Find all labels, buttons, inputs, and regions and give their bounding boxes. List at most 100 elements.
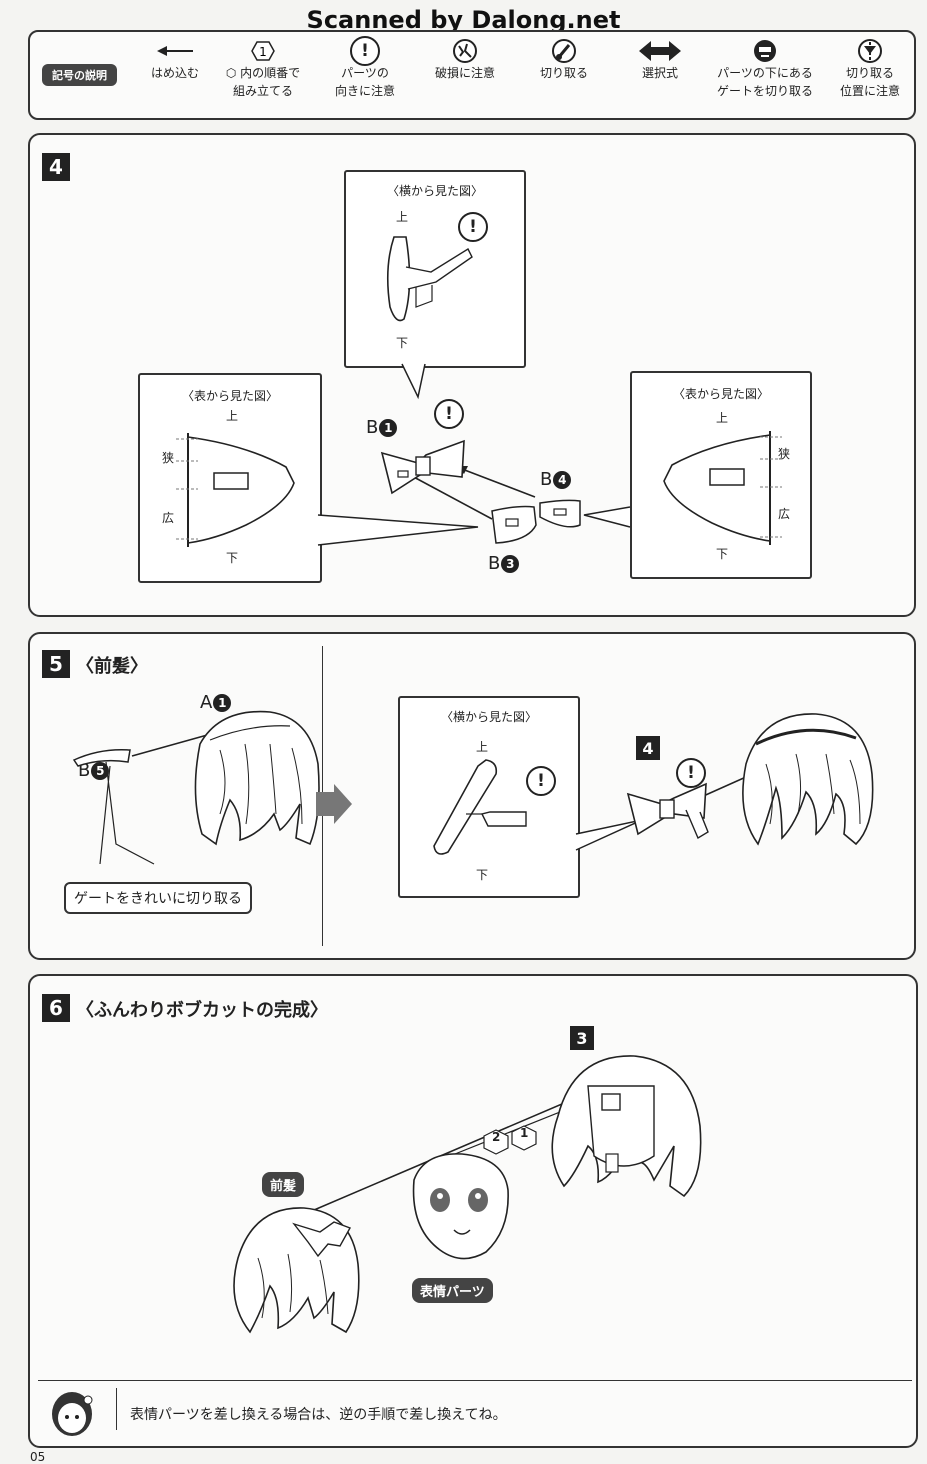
legend-item-snap-in: はめ込む xyxy=(135,38,215,82)
breakage-icon xyxy=(453,39,477,63)
part-letter: A xyxy=(200,692,213,713)
label-narrow: 狭 xyxy=(778,447,791,461)
legend-item-orientation: ! パーツの 向きに注意 xyxy=(325,36,405,100)
legend-label: 位置に注意 xyxy=(839,84,900,98)
view-title: 〈横から見た図〉 xyxy=(386,184,483,198)
hex-num-text: 1 xyxy=(259,45,267,59)
part-number-badge: 3 xyxy=(501,554,520,573)
order-number-1: 1 xyxy=(520,1126,529,1140)
step-number: 6 xyxy=(42,994,70,1022)
step-title: 〈ふんわりボブカットの完成〉 xyxy=(76,1000,328,1021)
step-number: 5 xyxy=(42,650,70,678)
mascot-avatar-icon xyxy=(52,1392,93,1436)
hexagon-number-icon: 1 xyxy=(251,41,275,61)
bow-drawing xyxy=(626,782,709,840)
view-title: 〈横から見た図〉 xyxy=(440,710,537,724)
reference-step-badge: 4 xyxy=(636,736,660,760)
legend-label: 向きに注意 xyxy=(334,84,395,98)
legend-label: パーツの xyxy=(341,66,389,80)
legend-label: ⬡ 内の順番で xyxy=(225,66,301,80)
side-view-box: 〈横から見た図〉 上 下 ! xyxy=(398,696,580,898)
step-6-panel: 6 〈ふんわりボブカットの完成〉 3 2 1 表情パーツ 前髪 xyxy=(28,974,918,1448)
legend-label: 切り取る xyxy=(845,66,894,80)
label-top: 上 xyxy=(476,740,489,754)
legend-item-cutting: 切り取る xyxy=(524,38,604,82)
callout-pointers xyxy=(317,363,631,546)
legend-item-selectable: 選択式 xyxy=(620,38,700,82)
back-hair-drawing xyxy=(551,1055,702,1198)
face-part-drawing xyxy=(412,1153,509,1260)
label-top: 上 xyxy=(396,210,409,224)
label-wide: 広 xyxy=(162,511,175,525)
label-top: 上 xyxy=(226,409,239,423)
exclamation-icon: ! xyxy=(458,212,488,242)
part-letter: B xyxy=(366,417,379,438)
legend-title: 記号の説明 xyxy=(42,64,117,86)
swap-instruction-note: 表情パーツを差し換える場合は、逆の手順で差し換えてね。 xyxy=(130,1407,507,1423)
bow-b1-drawing xyxy=(380,439,465,495)
cut-position-icon xyxy=(858,39,882,63)
label-bottom: 下 xyxy=(396,336,409,350)
step-number: 4 xyxy=(42,153,70,181)
part-number-badge: 1 xyxy=(379,418,398,437)
part-b4-drawing xyxy=(539,499,581,528)
bow-side-drawing xyxy=(433,759,527,855)
part-number-badge: 5 xyxy=(91,761,110,780)
order-number-2: 2 xyxy=(492,1130,501,1144)
part-number-badge: 1 xyxy=(213,693,232,712)
front-view-left-box: 〈表から見た図〉 上 下 狭 広 xyxy=(138,373,322,583)
label-bottom: 下 xyxy=(476,868,489,882)
legend-label: ゲートを切り取る xyxy=(716,84,813,98)
legend-item-order: 1 ⬡ 内の順番で 組み立てる xyxy=(218,38,308,100)
exclamation-icon: ! xyxy=(350,36,380,66)
label-wide: 広 xyxy=(778,507,791,521)
assembly-arrows xyxy=(299,1086,601,1217)
next-arrow-icon xyxy=(316,784,352,824)
step-title: 〈前髪〉 xyxy=(76,656,148,677)
legend-label: 破損に注意 xyxy=(434,66,495,80)
label-bottom: 下 xyxy=(226,551,239,565)
legend-label: 組み立てる xyxy=(232,84,293,98)
side-view-box: 〈横から見た図〉 上 下 ! xyxy=(344,170,526,368)
face-part-label: 表情パーツ xyxy=(412,1278,493,1303)
two-way-arrow-icon xyxy=(639,41,681,61)
exclamation-icon: ! xyxy=(526,766,556,796)
label-top: 上 xyxy=(716,411,729,425)
front-view-right-box: 〈表から見た図〉 上 下 狭 広 xyxy=(630,371,812,579)
gate-cut-note: ゲートをきれいに切り取る xyxy=(64,882,252,914)
exclamation-icon: ! xyxy=(676,758,706,788)
legend-label: 切り取る xyxy=(539,66,588,80)
gate-under-part-icon xyxy=(754,40,776,62)
ribbon-side-drawing xyxy=(386,236,473,322)
label-narrow: 狭 xyxy=(162,451,175,465)
symbol-legend: 記号の説明 はめ込む 1 ⬡ 内の順番で 組み立てる ! パーツの 向きに注意 … xyxy=(28,30,916,120)
legend-label: はめ込む xyxy=(150,66,199,80)
part-letter: B xyxy=(540,469,553,490)
legend-label: パーツの下にある xyxy=(717,66,813,80)
legend-item-gate-under: パーツの下にある ゲートを切り取る xyxy=(710,38,820,100)
label-bottom: 下 xyxy=(716,547,729,561)
legend-label: 選択式 xyxy=(641,66,678,80)
bangs-with-bow-drawing xyxy=(233,1207,360,1334)
legend-item-breakage: 破損に注意 xyxy=(425,38,505,82)
legend-item-cut-position: 切り取る 位置に注意 xyxy=(830,38,910,100)
reference-step-badge: 3 xyxy=(570,1026,594,1050)
bangs-assembly-drawing xyxy=(72,710,320,865)
part-letter: B xyxy=(488,553,501,574)
ribbon-front-drawing xyxy=(663,431,782,545)
view-title: 〈表から見た図〉 xyxy=(181,389,278,403)
page-number: 05 xyxy=(30,1450,46,1464)
bangs-label: 前髪 xyxy=(262,1172,305,1197)
cutting-icon xyxy=(552,39,576,63)
part-number-badge: 4 xyxy=(553,470,572,489)
scan-watermark: Scanned by Dalong.net xyxy=(306,6,621,34)
view-title: 〈表から見た図〉 xyxy=(672,387,769,401)
arrow-left-icon xyxy=(157,46,193,56)
part-b3-drawing xyxy=(491,505,537,544)
ribbon-front-drawing xyxy=(176,433,295,547)
note-separator xyxy=(116,1388,117,1430)
